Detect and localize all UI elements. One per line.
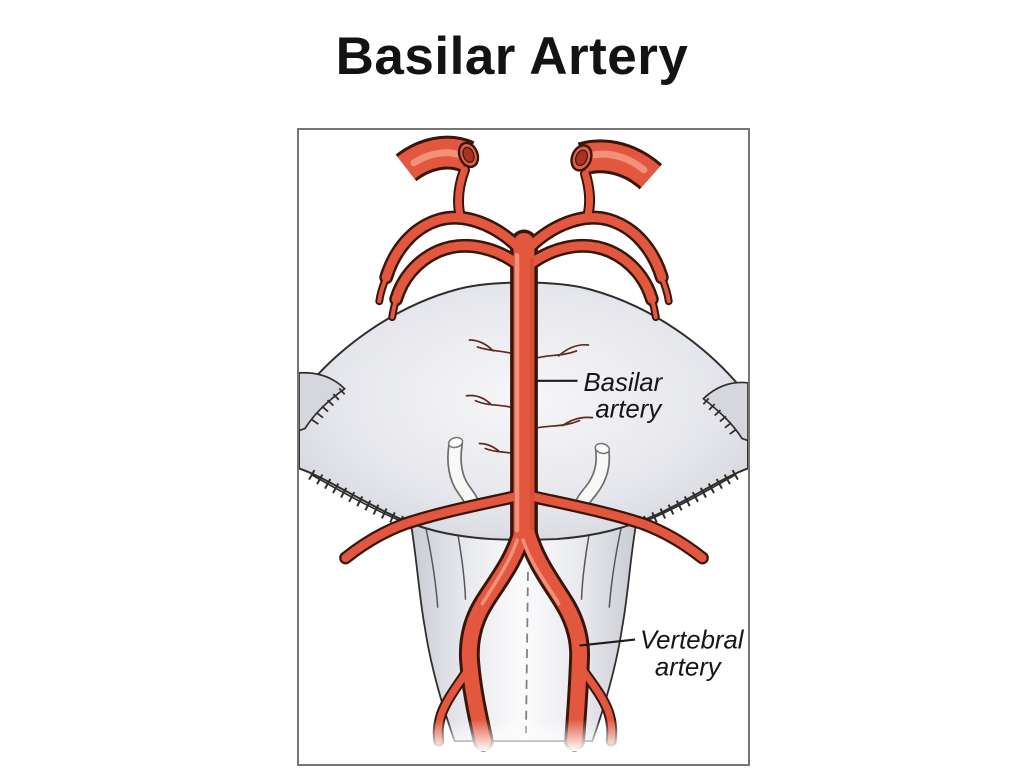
pca-cut-end-right-inner	[575, 149, 588, 167]
vertebral-highlight-right	[521, 538, 561, 606]
median-fissure-dashed-line	[525, 571, 529, 734]
vertebral-label-line2: artery	[655, 653, 723, 681]
anatomy-figure-svg: Basilar artery Vertebral artery	[299, 135, 748, 752]
pca-cut-end-left-inner	[462, 146, 475, 163]
nerve-cut-end-left	[447, 436, 464, 449]
pcom-red	[455, 166, 594, 222]
stump-highlight-left	[410, 149, 464, 167]
nerve-cut-end-right	[594, 442, 611, 455]
stump-highlight-right	[584, 150, 648, 174]
aica-red	[341, 492, 707, 563]
basilar-artery-label: Basilar artery	[536, 369, 664, 424]
pca-cut-ends	[457, 141, 593, 172]
peduncle-flap-right	[702, 381, 748, 442]
vertebral-artery-label: Vertebral artery	[579, 627, 745, 681]
vertebral-highlight-left	[480, 538, 519, 606]
vertebral-label-line1: Vertebral	[640, 627, 745, 655]
pcom-outlines	[453, 164, 596, 224]
arc-tip-red	[377, 275, 671, 320]
vertebral-label-leader	[579, 638, 636, 647]
artery-shading	[410, 149, 648, 606]
peduncle-flap-left	[299, 371, 346, 432]
bottom-fade	[299, 719, 748, 752]
cerebral-arc-red	[381, 213, 667, 304]
page-title: Basilar Artery	[335, 27, 689, 86]
pyramid-line-left-outer	[425, 527, 439, 608]
basilar-label-line2: artery	[595, 396, 663, 424]
figure-panel: Basilar artery Vertebral artery	[297, 128, 750, 766]
pyramid-line-right-outer	[608, 527, 622, 608]
basilar-label-line1: Basilar	[583, 369, 663, 397]
pons-edge-line-left	[310, 473, 409, 525]
